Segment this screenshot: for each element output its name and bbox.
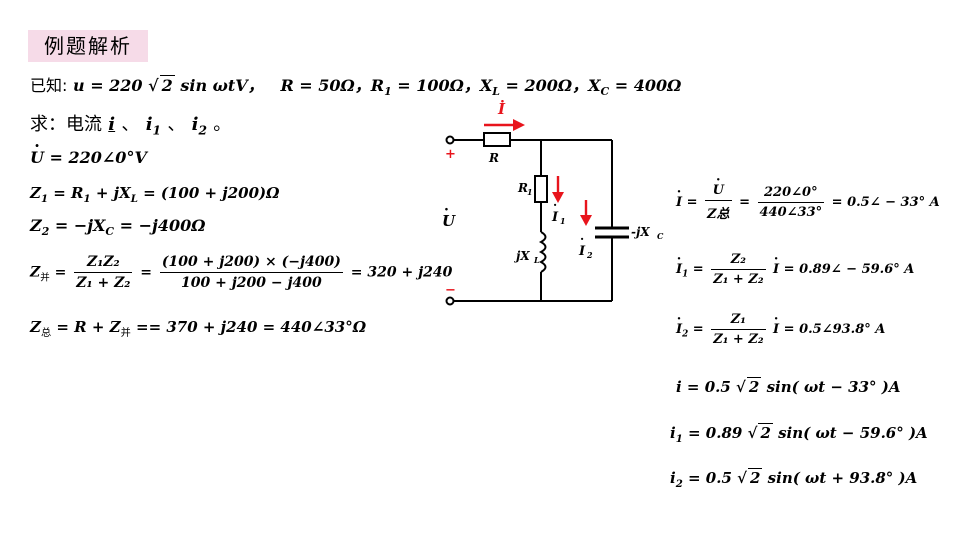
label-i-total: I bbox=[497, 100, 506, 118]
known-prefix: 已知 bbox=[30, 76, 63, 95]
voltage-expr: u = 220 bbox=[72, 76, 143, 95]
question-line: 求：电流 i 、 i1 、 i2 。 bbox=[30, 114, 232, 138]
current-arrows bbox=[484, 119, 592, 226]
label-jxl: jX bbox=[514, 249, 530, 263]
svg-text:C: C bbox=[657, 231, 664, 241]
time-i1: i1 = 0.89 √2 sin( ωt − 59.6° )A bbox=[670, 423, 928, 445]
label-i1: I bbox=[551, 210, 559, 225]
eq-z2: Z2 = −jXC = −j400Ω bbox=[30, 216, 206, 239]
label-u: U bbox=[442, 212, 456, 230]
svg-text:·: · bbox=[444, 202, 449, 218]
svg-text:1: 1 bbox=[527, 187, 533, 197]
circuit-diagram: I · R + − U · R 1 I · 1 jX L I · 2 -jX C bbox=[442, 100, 664, 306]
eq-z-total: Z总 = R + Z并 == 370 + j240 = 440∠33°Ω bbox=[30, 318, 367, 339]
label-r1: R bbox=[517, 181, 528, 195]
svg-text:·: · bbox=[580, 232, 584, 246]
resistor-r bbox=[483, 132, 511, 147]
section-title: 例题解析 bbox=[28, 30, 148, 62]
result-i: I = UZ总 = 220∠0°440∠33° = 0.5∠ − 33° A bbox=[676, 173, 940, 222]
fraction-numeric: (100 + j200) × (−j400)100 + j200 − j400 bbox=[159, 254, 343, 291]
label-plus: + bbox=[445, 147, 456, 162]
svg-text:·: · bbox=[553, 198, 557, 212]
circuit-wires bbox=[445, 132, 629, 306]
inductor-coil bbox=[538, 231, 547, 273]
svg-text:·: · bbox=[500, 100, 505, 110]
svg-text:2: 2 bbox=[586, 250, 593, 260]
svg-text:1: 1 bbox=[560, 216, 566, 226]
eq-voltage-phasor: U = 220∠0°V bbox=[30, 136, 147, 167]
eq-z1: Z1 = R1 + jXL = (100 + j200)Ω bbox=[30, 184, 280, 205]
label-minus: − bbox=[445, 283, 456, 298]
time-i: i = 0.5 √2 sin( ωt − 33° )A bbox=[676, 377, 901, 396]
resistor-r1 bbox=[534, 175, 548, 203]
label-xc: -jX bbox=[631, 225, 650, 239]
svg-text:L: L bbox=[533, 255, 540, 265]
time-i2: i2 = 0.5 √2 sin( ωt + 93.8° )A bbox=[670, 468, 918, 490]
known-line: 已知: u = 220 √2 sin ωtV， R = 50Ω，R1 = 100… bbox=[30, 75, 682, 99]
sqrt-symbol: √2 bbox=[148, 75, 175, 95]
label-r: R bbox=[488, 151, 499, 165]
label-i2: I bbox=[578, 244, 586, 259]
